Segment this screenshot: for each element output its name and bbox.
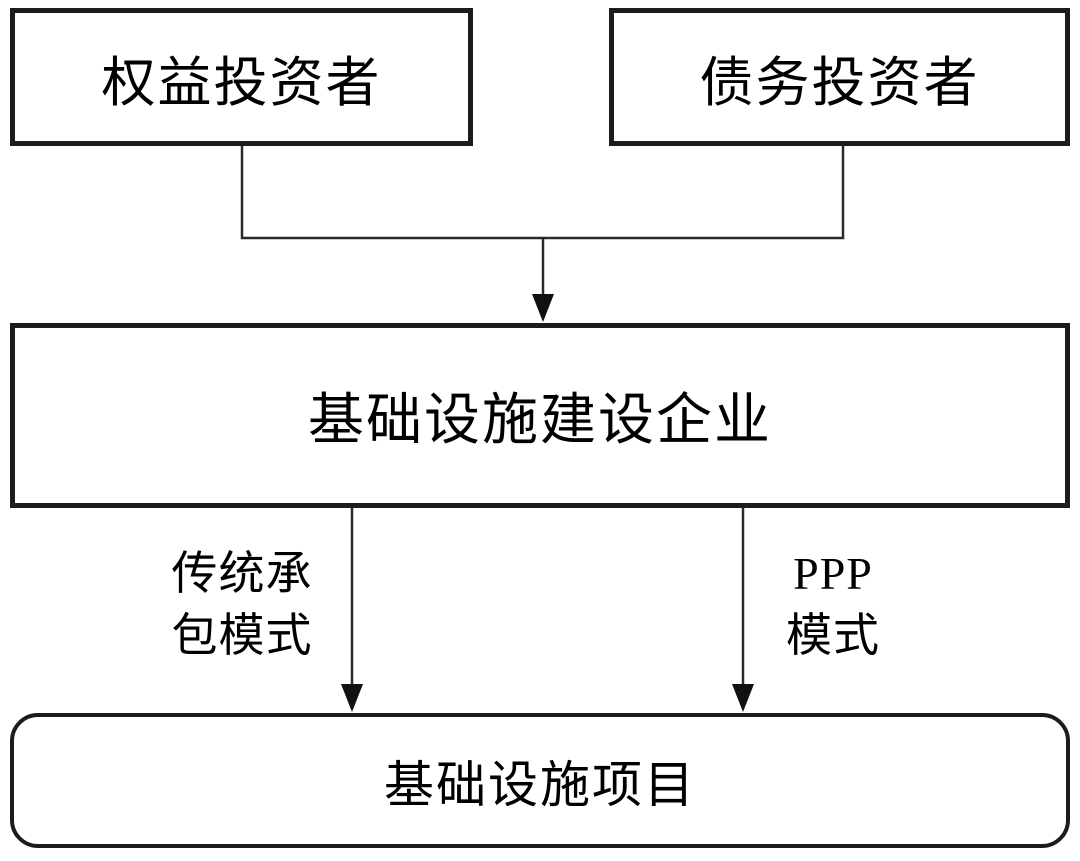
edge-label-traditional-mode-line2: 包模式 [171,610,313,661]
edge-label-ppp-mode-line1: PPP [793,548,873,599]
node-infrastructure-project-label: 基础设施项目 [384,756,696,813]
node-equity-investor-label: 权益投资者 [101,52,382,113]
node-debt-investor: 债务投资者 [609,8,1070,146]
edge-label-traditional-mode: 传统承 包模式 [132,543,352,667]
node-equity-investor: 权益投资者 [10,8,473,146]
edge-label-traditional-mode-line1: 传统承 [171,548,313,599]
node-infrastructure-enterprise-label: 基础设施建设企业 [308,390,772,452]
edge-label-ppp-mode: PPP 模式 [723,543,943,667]
arrow-to-enterprise-head [532,294,554,322]
node-infrastructure-project: 基础设施项目 [10,713,1070,848]
node-infrastructure-enterprise: 基础设施建设企业 [10,323,1070,508]
arrow-traditional-head [341,684,363,712]
merge-wire [240,146,845,240]
edge-label-ppp-mode-line2: 模式 [786,610,880,661]
arrow-ppp-head [732,684,754,712]
node-debt-investor-label: 债务投资者 [699,52,980,113]
